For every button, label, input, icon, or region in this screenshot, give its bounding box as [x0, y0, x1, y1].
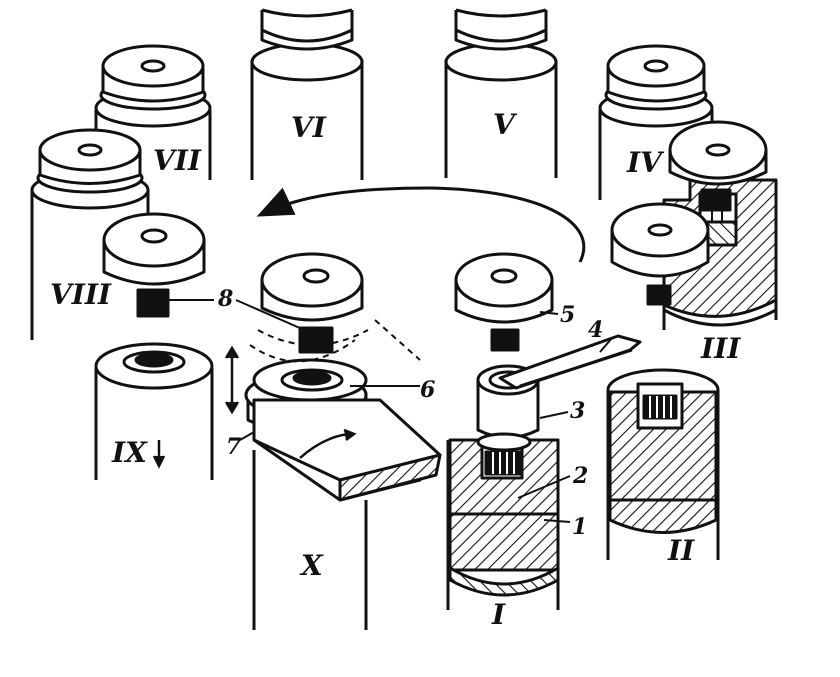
callout-3: 3 — [570, 398, 585, 424]
punch-viii — [102, 212, 206, 318]
vertical-motion-arrow — [152, 345, 240, 469]
label-station-ix: IX — [111, 436, 148, 469]
station-ii-column — [606, 368, 720, 560]
station-v-column — [444, 8, 558, 178]
station-i-column — [446, 438, 560, 610]
feeder-arm-4 — [498, 334, 642, 390]
punch-iii — [610, 202, 710, 306]
callout-4: 4 — [588, 317, 603, 343]
stripper-2 — [476, 432, 532, 452]
station-ix-column — [94, 342, 214, 480]
callout-2: 2 — [572, 463, 588, 489]
label-station-x: X — [299, 549, 324, 582]
label-station-v: V — [493, 108, 518, 141]
callout-leaders — [168, 299, 613, 523]
label-station-viii: VIII — [50, 278, 112, 311]
label-station-ii: II — [667, 534, 695, 567]
station-viii-column — [30, 128, 150, 340]
label-station-iv: IV — [626, 146, 665, 179]
station-vii-column — [94, 44, 212, 200]
punch-iv — [668, 120, 768, 212]
punch-5 — [454, 252, 554, 352]
station-x-column — [244, 358, 442, 630]
callout-6: 6 — [420, 377, 435, 403]
label-station-vi: VI — [291, 111, 327, 144]
callout-8: 8 — [217, 286, 233, 312]
motion-dashes — [249, 319, 421, 363]
punch-x — [260, 252, 364, 354]
plate-motion-arrow — [299, 428, 357, 459]
label-station-iii: III — [700, 332, 741, 365]
callout-5: 5 — [560, 302, 575, 328]
callout-7: 7 — [226, 434, 242, 460]
rotation-arrow — [256, 186, 586, 263]
callout-1: 1 — [572, 514, 587, 540]
station-vi-column — [250, 8, 364, 180]
label-station-vii: VII — [153, 144, 202, 177]
label-station-i: I — [491, 598, 506, 631]
